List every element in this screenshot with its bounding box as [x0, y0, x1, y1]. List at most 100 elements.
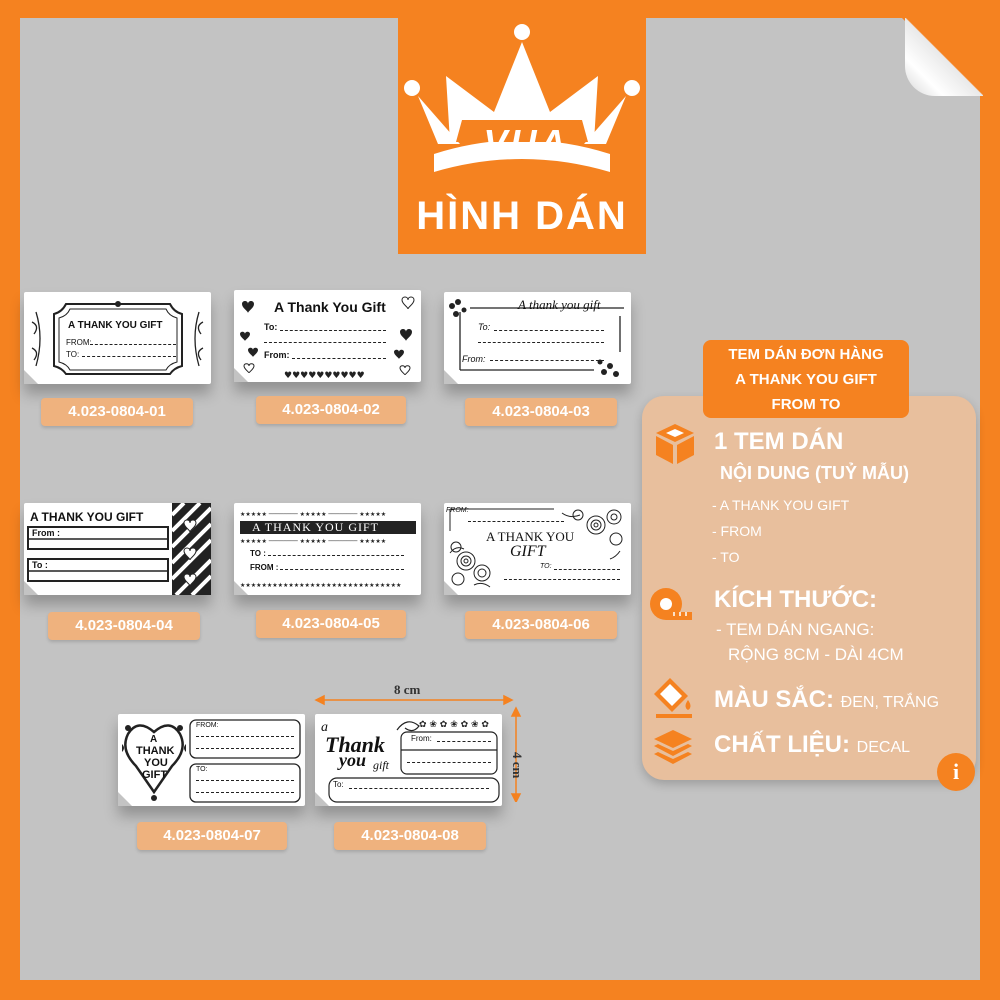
- to-label: TO:: [540, 563, 552, 570]
- content-item-3: - TO: [712, 549, 740, 565]
- sticker-title-a: a: [321, 720, 328, 735]
- peel-corner: [24, 581, 38, 595]
- to-line: [554, 569, 620, 570]
- to-line-2: [264, 342, 386, 343]
- from-line: [437, 741, 491, 742]
- to-label: To:: [264, 322, 278, 332]
- svg-text:★★★★★ ──────── ★★★★★ ────────: ★★★★★ ──────── ★★★★★ ──────── ★★★★★: [240, 538, 386, 545]
- sticker-title-a: A: [150, 734, 158, 745]
- color-label-text: MÀU SẮC:: [714, 686, 834, 713]
- sticker-title: A thank you gift: [518, 297, 601, 312]
- from-line: [196, 736, 294, 737]
- height-label: 4 cm: [510, 752, 525, 779]
- ornament-frame-icon: [31, 301, 204, 375]
- to-label: TO:: [66, 350, 80, 359]
- size-label: KÍCH THƯỚC:: [714, 586, 878, 613]
- sticker-title-thank: Thank: [325, 732, 385, 757]
- size-line-2: RỘNG 8CM - DÀI 4CM: [728, 645, 904, 664]
- brand-top-text: VUA: [483, 122, 569, 163]
- to-line-2: [504, 579, 620, 580]
- from-label: FROM:: [66, 338, 92, 347]
- sticker-05: ★★★★★ ──────── ★★★★★ ──────── ★★★★★ ★★★★…: [234, 503, 421, 595]
- size-line-1: - TEM DÁN NGANG:: [716, 620, 875, 639]
- svg-text:★★★★★★★★★★★★★★★★★★★★★★★★★★★★★★: ★★★★★★★★★★★★★★★★★★★★★★★★★★★★★★: [240, 582, 401, 589]
- from-label: FROM :: [250, 563, 279, 572]
- crown-icon: [404, 24, 640, 172]
- sticker-code: 4.023-0804-02: [256, 396, 406, 424]
- svg-text:♥♥♥♥♥♥♥♥♥♥: ♥♥♥♥♥♥♥♥♥♥: [284, 371, 365, 381]
- peel-corner: [234, 581, 248, 595]
- sticker-title: A THANK YOU GIFT: [68, 320, 163, 331]
- to-label: TO :: [250, 549, 266, 558]
- sticker-code: 4.023-0804-05: [256, 610, 406, 638]
- color-label: MÀU SẮC: ĐEN, TRẮNG: [714, 686, 939, 714]
- to-label: To:: [333, 780, 344, 789]
- from-label: From:: [411, 734, 432, 743]
- to-label: TO:: [196, 766, 208, 773]
- dimension-arrows-icon: [314, 694, 522, 802]
- sticker-code: 4.023-0804-01: [41, 398, 193, 426]
- sticker-03: A thank you gift To: From:: [444, 292, 631, 384]
- paint-bucket-icon: [654, 678, 692, 718]
- sticker-code: 4.023-0804-08: [334, 822, 486, 850]
- brand-logo: VUA HÌNH DÁN: [398, 16, 646, 254]
- panel-header: TEM DÁN ĐƠN HÀNG A THANK YOU GIFT FROM T…: [703, 340, 909, 418]
- to-line: [268, 555, 404, 556]
- sticker-08: ✿ ❀ ✿ ❀ ✿ ❀ ✿ a Thank you gift From: To:: [315, 714, 502, 806]
- to-line: [280, 330, 386, 331]
- panel-header-line-1: TEM DÁN ĐƠN HÀNG: [728, 346, 884, 363]
- from-line: [280, 569, 404, 570]
- peel-corner: [234, 368, 248, 382]
- from-line: [490, 360, 604, 361]
- sticker-title: A THANK YOU: [486, 529, 575, 544]
- sticker-06: FROM: A THANK YOU GIFT TO:: [444, 503, 631, 595]
- content-label: NỘI DUNG (TUỶ MẪU): [720, 463, 909, 483]
- info-panel: [642, 396, 976, 780]
- box-icon: [656, 424, 694, 464]
- sticker-code: 4.023-0804-07: [137, 822, 287, 850]
- from-label: FROM:: [196, 722, 219, 729]
- color-value: ĐEN, TRẮNG: [840, 694, 940, 711]
- to-line: [349, 788, 489, 789]
- sticker-title: A THANK YOU GIFT: [30, 510, 144, 524]
- to-line: [494, 330, 604, 331]
- stars-border-icon: ★★★★★ ──────── ★★★★★ ──────── ★★★★★ ★★★★…: [240, 511, 416, 589]
- panel-header-line-3: FROM TO: [771, 396, 841, 413]
- sticker-title-you: YOU: [144, 757, 168, 769]
- material-label-text: CHẤT LIỆU:: [714, 731, 850, 758]
- info-icon[interactable]: i: [937, 753, 975, 791]
- from-label: From:: [462, 354, 486, 364]
- from-line-2: [407, 762, 491, 763]
- svg-text:✿ ❀ ✿ ❀ ✿ ❀ ✿: ✿ ❀ ✿ ❀ ✿ ❀ ✿: [419, 720, 489, 730]
- sticker-title-gift: gift: [373, 758, 390, 772]
- script-flourish-icon: ✿ ❀ ✿ ❀ ✿ ❀ ✿: [328, 720, 500, 803]
- from-label: From:: [264, 350, 290, 360]
- tape-measure-icon: [650, 588, 692, 620]
- sticker-07: A THANK YOU GIFT FROM: TO:: [118, 714, 305, 806]
- width-label: 8 cm: [394, 682, 421, 697]
- content-item-1: - A THANK YOU GIFT: [712, 497, 850, 513]
- sticker-04: A THANK YOU GIFT From : To :: [24, 503, 211, 595]
- material-value: DECAL: [856, 739, 911, 756]
- content-item-2: - FROM: [712, 523, 762, 539]
- peel-corner: [24, 370, 38, 384]
- count-label: 1 TEM DÁN: [714, 428, 844, 455]
- sticker-code: 4.023-0804-06: [465, 611, 617, 639]
- to-label: To:: [478, 322, 491, 332]
- from-line: [292, 358, 386, 359]
- hearts-decoration-icon: ♥♥♥♥♥♥♥♥♥♥: [240, 296, 415, 381]
- flowers-decoration-icon: [449, 299, 624, 377]
- sticker-01: A THANK YOU GIFT FROM: TO:: [24, 292, 211, 384]
- to-label: To :: [32, 560, 48, 570]
- to-line: [196, 780, 294, 781]
- roses-decoration-icon: [449, 508, 623, 588]
- page-curl-icon: [905, 18, 983, 96]
- to-line-2: [478, 342, 604, 343]
- svg-text:★★★★★ ──────── ★★★★★ ────────: ★★★★★ ──────── ★★★★★ ──────── ★★★★★: [240, 511, 386, 518]
- peel-corner: [444, 581, 458, 595]
- panel-header-line-2: A THANK YOU GIFT: [735, 371, 877, 388]
- layers-icon: [654, 730, 692, 764]
- sticker-title-thank: THANK: [136, 745, 175, 757]
- sticker-title: A THANK YOU GIFT: [252, 520, 379, 534]
- peel-corner: [315, 792, 329, 806]
